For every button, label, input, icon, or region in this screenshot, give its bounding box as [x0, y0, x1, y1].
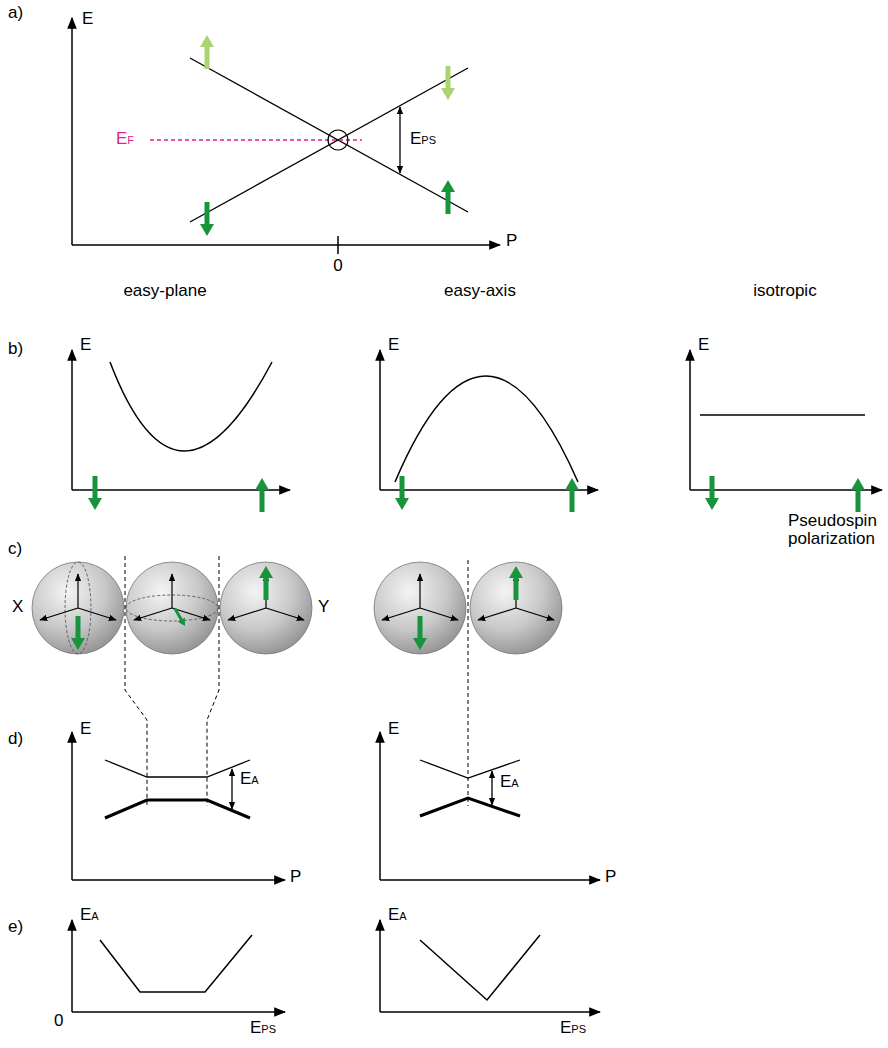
splitting-axis [72, 1011, 285, 1013]
axis-label: EA [80, 906, 99, 924]
energy-axis [71, 732, 73, 880]
energy-axis [71, 18, 73, 245]
guide-line [125, 556, 147, 806]
upper-band [105, 760, 250, 777]
axis-label: E [82, 10, 93, 28]
column-title: isotropic [753, 282, 816, 300]
energy-curve [110, 362, 272, 451]
crossing-circle [328, 130, 348, 150]
gap-curve [420, 935, 540, 1000]
panel-c [32, 556, 562, 806]
gap-label: EA [500, 773, 519, 791]
gap-label: EA [240, 770, 259, 788]
pseudospin-arrow [88, 476, 102, 510]
gap-arrow [231, 769, 232, 809]
bloch-sphere [470, 562, 562, 654]
axis-label: P [605, 868, 616, 886]
energy-curve [395, 376, 578, 482]
axis-label: E [80, 720, 91, 738]
panel-b [72, 350, 882, 512]
axis-label: E [698, 336, 709, 354]
gap-label: EPS [410, 130, 436, 148]
panel-letter: c) [8, 540, 22, 558]
axis-label: EPS [250, 1019, 276, 1037]
axis-label: E [388, 336, 399, 354]
momentum-axis [380, 879, 600, 881]
axis-label: Y [318, 598, 329, 616]
axis-title: Pseudospin polarization [788, 512, 883, 548]
bloch-sphere [374, 562, 466, 654]
panel-letter: b) [8, 340, 23, 358]
pseudospin-arrow [565, 478, 579, 512]
column-title: easy-plane [123, 282, 206, 300]
pseudospin-arrow [395, 476, 409, 510]
panel-letter: d) [8, 730, 23, 748]
band-line [190, 68, 468, 222]
tick-label: 0 [333, 257, 342, 275]
guide-line [468, 560, 469, 806]
energy-axis [379, 350, 381, 490]
bloch-sphere [32, 562, 124, 654]
panel-d [72, 732, 600, 880]
pseudospin-arrow [851, 478, 865, 512]
axis-label: EPS [560, 1019, 586, 1037]
momentum-axis [72, 244, 500, 246]
column-title: easy-axis [444, 282, 516, 300]
tick-label: 0 [54, 1012, 63, 1030]
energy-axis [71, 350, 73, 490]
fermi-level [150, 139, 362, 141]
axis-label: E [388, 720, 399, 738]
fermi-label: EF [116, 130, 134, 148]
band-line [190, 58, 468, 212]
axis-label: P [290, 868, 301, 886]
energy-axis [689, 350, 691, 490]
energy-curve [700, 414, 865, 416]
splitting-axis [380, 1011, 600, 1013]
gap-arrow [491, 771, 492, 805]
energy-axis [379, 732, 381, 880]
axis-label: EA [388, 906, 407, 924]
panel-letter: a) [8, 4, 23, 22]
panel-a [72, 18, 500, 254]
lower-band [420, 798, 520, 816]
bloch-sphere [220, 562, 312, 654]
guide-line [207, 556, 219, 806]
gap-axis [71, 920, 73, 1012]
lower-band [105, 800, 250, 818]
momentum-axis [72, 879, 285, 881]
bloch-sphere [126, 562, 218, 654]
pseudospin-arrow [441, 180, 455, 214]
panel-letter: e) [8, 918, 23, 936]
panel-e [72, 920, 600, 1012]
axis-label: E [80, 336, 91, 354]
pseudospin-arrow [441, 66, 455, 100]
pseudospin-arrow [200, 35, 214, 69]
pseudospin-arrow [255, 478, 269, 512]
axis-label: P [506, 232, 517, 250]
pseudospin-arrow [705, 476, 719, 510]
gap-curve [100, 935, 252, 992]
gap-arrow [399, 107, 400, 173]
pseudospin-arrow [200, 202, 214, 236]
axis-label: X [12, 598, 23, 616]
zero-tick [337, 236, 339, 254]
gap-axis [379, 920, 381, 1012]
